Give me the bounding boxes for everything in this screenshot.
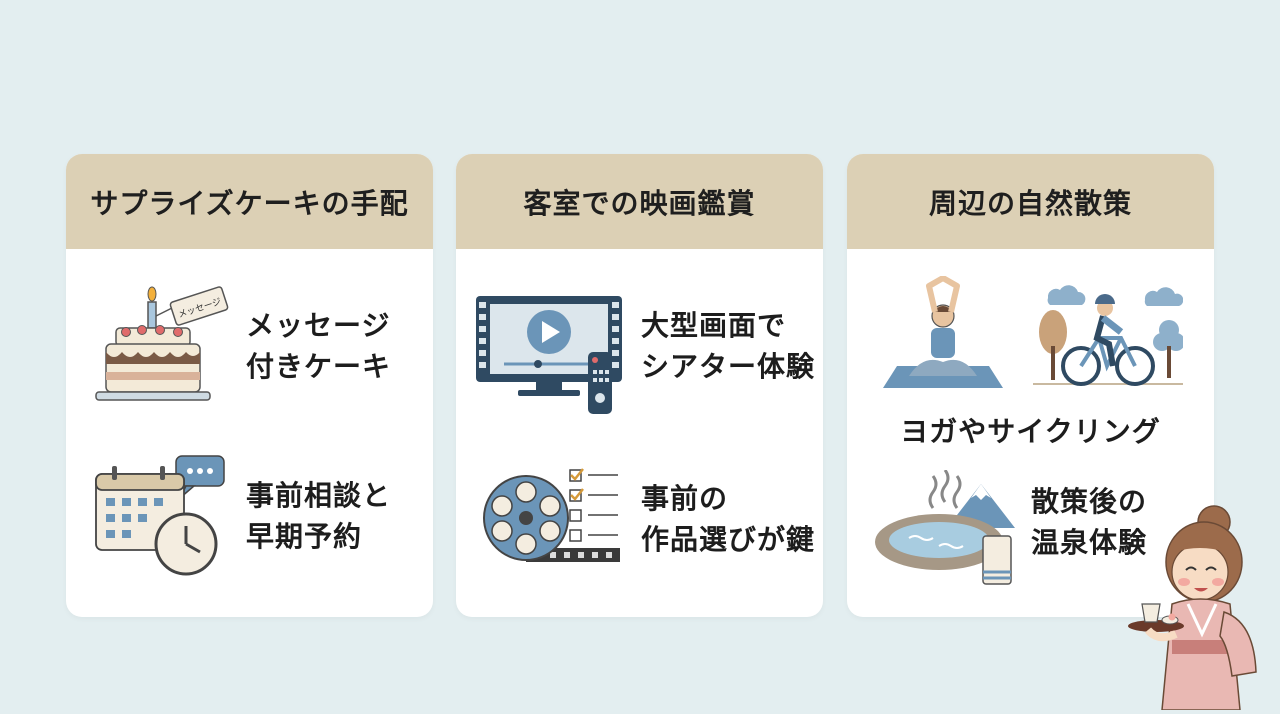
item-label: ヨガやサイクリング <box>900 415 1161 448</box>
item-label: 事前相談と 早期予約 <box>246 479 392 553</box>
film-reel-checklist-icon <box>478 464 623 578</box>
card-title: 周辺の自然散策 <box>847 154 1214 249</box>
calendar-clock-icon <box>94 452 229 586</box>
card-title: 客室での映画鑑賞 <box>456 154 823 249</box>
item-label: メッセージ 付きケーキ <box>246 309 392 383</box>
tv-remote-icon <box>474 292 624 421</box>
kimono-host-icon <box>1128 500 1268 714</box>
card-title: サプライズケーキの手配 <box>66 154 433 249</box>
card-surprise-cake: サプライズケーキの手配 メッセージ メッセージ 付きケーキ <box>66 154 433 617</box>
yoga-cycling-icon <box>883 275 1185 405</box>
cake-icon: メッセージ <box>94 282 229 411</box>
item-label: 散策後の 温泉体験 <box>1031 485 1148 559</box>
card-room-movie: 客室での映画鑑賞 大型画面で シアター体験 <box>456 154 823 617</box>
card-nature-walk: 周辺の自然散策 <box>847 154 1214 617</box>
item-label: 大型画面で シアター体験 <box>641 309 816 383</box>
hot-spring-icon <box>873 469 1023 594</box>
item-label: 事前の 作品選びが鍵 <box>641 482 816 556</box>
